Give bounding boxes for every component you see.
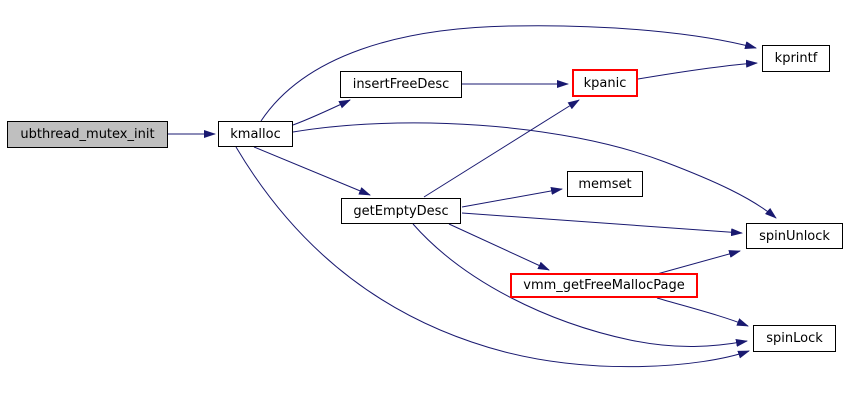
edge-vmm_getFreeMallocPage-spinLock — [656, 297, 749, 327]
edge-getEmptyDesc-vmm_getFreeMallocPage — [448, 223, 550, 271]
edge-getEmptyDesc-memset — [461, 187, 563, 208]
edge-kmalloc-getEmptyDesc — [253, 146, 371, 196]
node-kpanic[interactable]: kpanic — [572, 69, 638, 97]
edge-kmalloc-spinUnlock — [292, 122, 777, 219]
node-ubthread_mutex_init: ubthread_mutex_init — [7, 121, 168, 148]
edge-getEmptyDesc-spinLock — [412, 223, 748, 348]
edge-vmm_getFreeMallocPage-spinUnlock — [656, 250, 741, 275]
node-memset[interactable]: memset — [567, 171, 643, 197]
node-kprintf[interactable]: kprintf — [762, 45, 830, 72]
node-kmalloc[interactable]: kmalloc — [218, 121, 293, 147]
node-getEmptyDesc[interactable]: getEmptyDesc — [341, 198, 461, 224]
edge-kpanic-kprintf — [637, 59, 758, 80]
edge-getEmptyDesc-spinUnlock — [461, 212, 743, 237]
node-insertFreeDesc[interactable]: insertFreeDesc — [340, 71, 462, 98]
edge-getEmptyDesc-kpanic — [423, 99, 580, 198]
edge-kmalloc-spinLock — [235, 146, 750, 368]
node-spinLock[interactable]: spinLock — [753, 325, 836, 352]
edge-kmalloc-kprintf — [260, 25, 757, 122]
node-vmm_getFreeMallocPage[interactable]: vmm_getFreeMallocPage — [510, 273, 698, 298]
edge-kmalloc-insertFreeDesc — [292, 99, 351, 126]
node-spinUnlock[interactable]: spinUnlock — [746, 223, 843, 249]
